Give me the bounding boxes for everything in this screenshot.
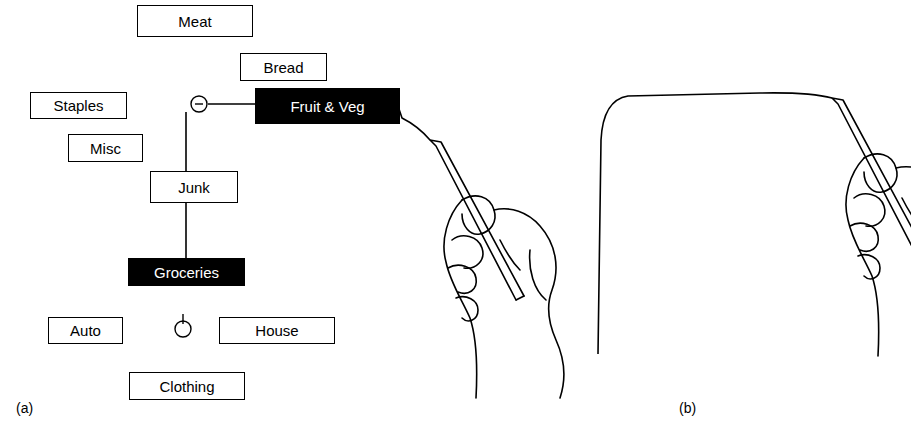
menu-label: Auto [70, 323, 101, 338]
menu-label: Fruit & Veg [290, 99, 364, 114]
menu-label: Meat [178, 14, 211, 29]
menu-label: House [255, 323, 298, 338]
menu-label: Misc [90, 141, 121, 156]
selected-menu-item: Fruit & Veg [255, 88, 400, 124]
selected-menu-item: Groceries [128, 258, 245, 286]
menu-label: Staples [53, 98, 103, 113]
menu-item: House [219, 317, 335, 344]
menu-item: Junk [150, 171, 238, 203]
menu-label: Clothing [159, 379, 214, 394]
menu-label: Groceries [154, 265, 219, 280]
menu-item: Meat [137, 5, 253, 37]
panel-label: (b) [679, 400, 696, 416]
menu-item: Staples [30, 92, 127, 119]
menu-label: Bread [263, 60, 303, 75]
panel-label: (a) [16, 400, 33, 416]
menu-item: Auto [48, 317, 123, 344]
menu-label: Junk [178, 180, 210, 195]
menu-item: Clothing [129, 372, 245, 400]
menu-item: Bread [240, 53, 327, 81]
menu-item: Misc [68, 134, 143, 162]
